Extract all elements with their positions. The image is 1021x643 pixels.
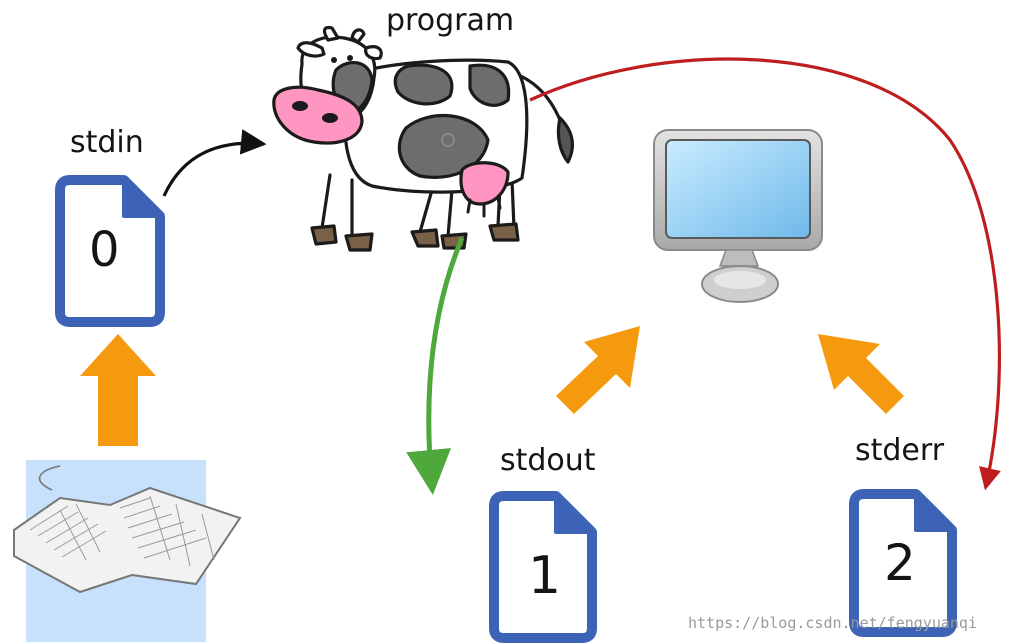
stdin-file-icon	[55, 175, 165, 327]
keyboard-icon	[13, 460, 242, 642]
stdin-descriptor-number: 0	[89, 222, 120, 278]
stderr-file-icon	[849, 489, 957, 637]
monitor-icon	[653, 129, 823, 303]
program-label: program	[386, 3, 515, 38]
red-arrow-program-to-stderr	[529, 57, 1002, 491]
stdout-descriptor-number: 1	[528, 546, 562, 606]
watermark-url: https://blog.csdn.net/fengyuanqi	[688, 614, 977, 632]
stdout-file-icon	[489, 491, 597, 643]
stdout-label: stdout	[500, 443, 596, 478]
orange-arrow-stdout-to-monitor	[556, 326, 640, 414]
orange-arrow-keyboard-to-stdin	[80, 334, 156, 446]
stdin-label: stdin	[70, 125, 144, 160]
stderr-descriptor-number: 2	[884, 534, 916, 592]
green-arrow-program-to-stdout	[406, 237, 465, 495]
orange-arrow-stderr-to-monitor	[818, 334, 904, 414]
black-arrow-stdin-to-program	[162, 129, 267, 197]
stderr-label: stderr	[855, 433, 945, 468]
cow-icon	[272, 25, 574, 252]
